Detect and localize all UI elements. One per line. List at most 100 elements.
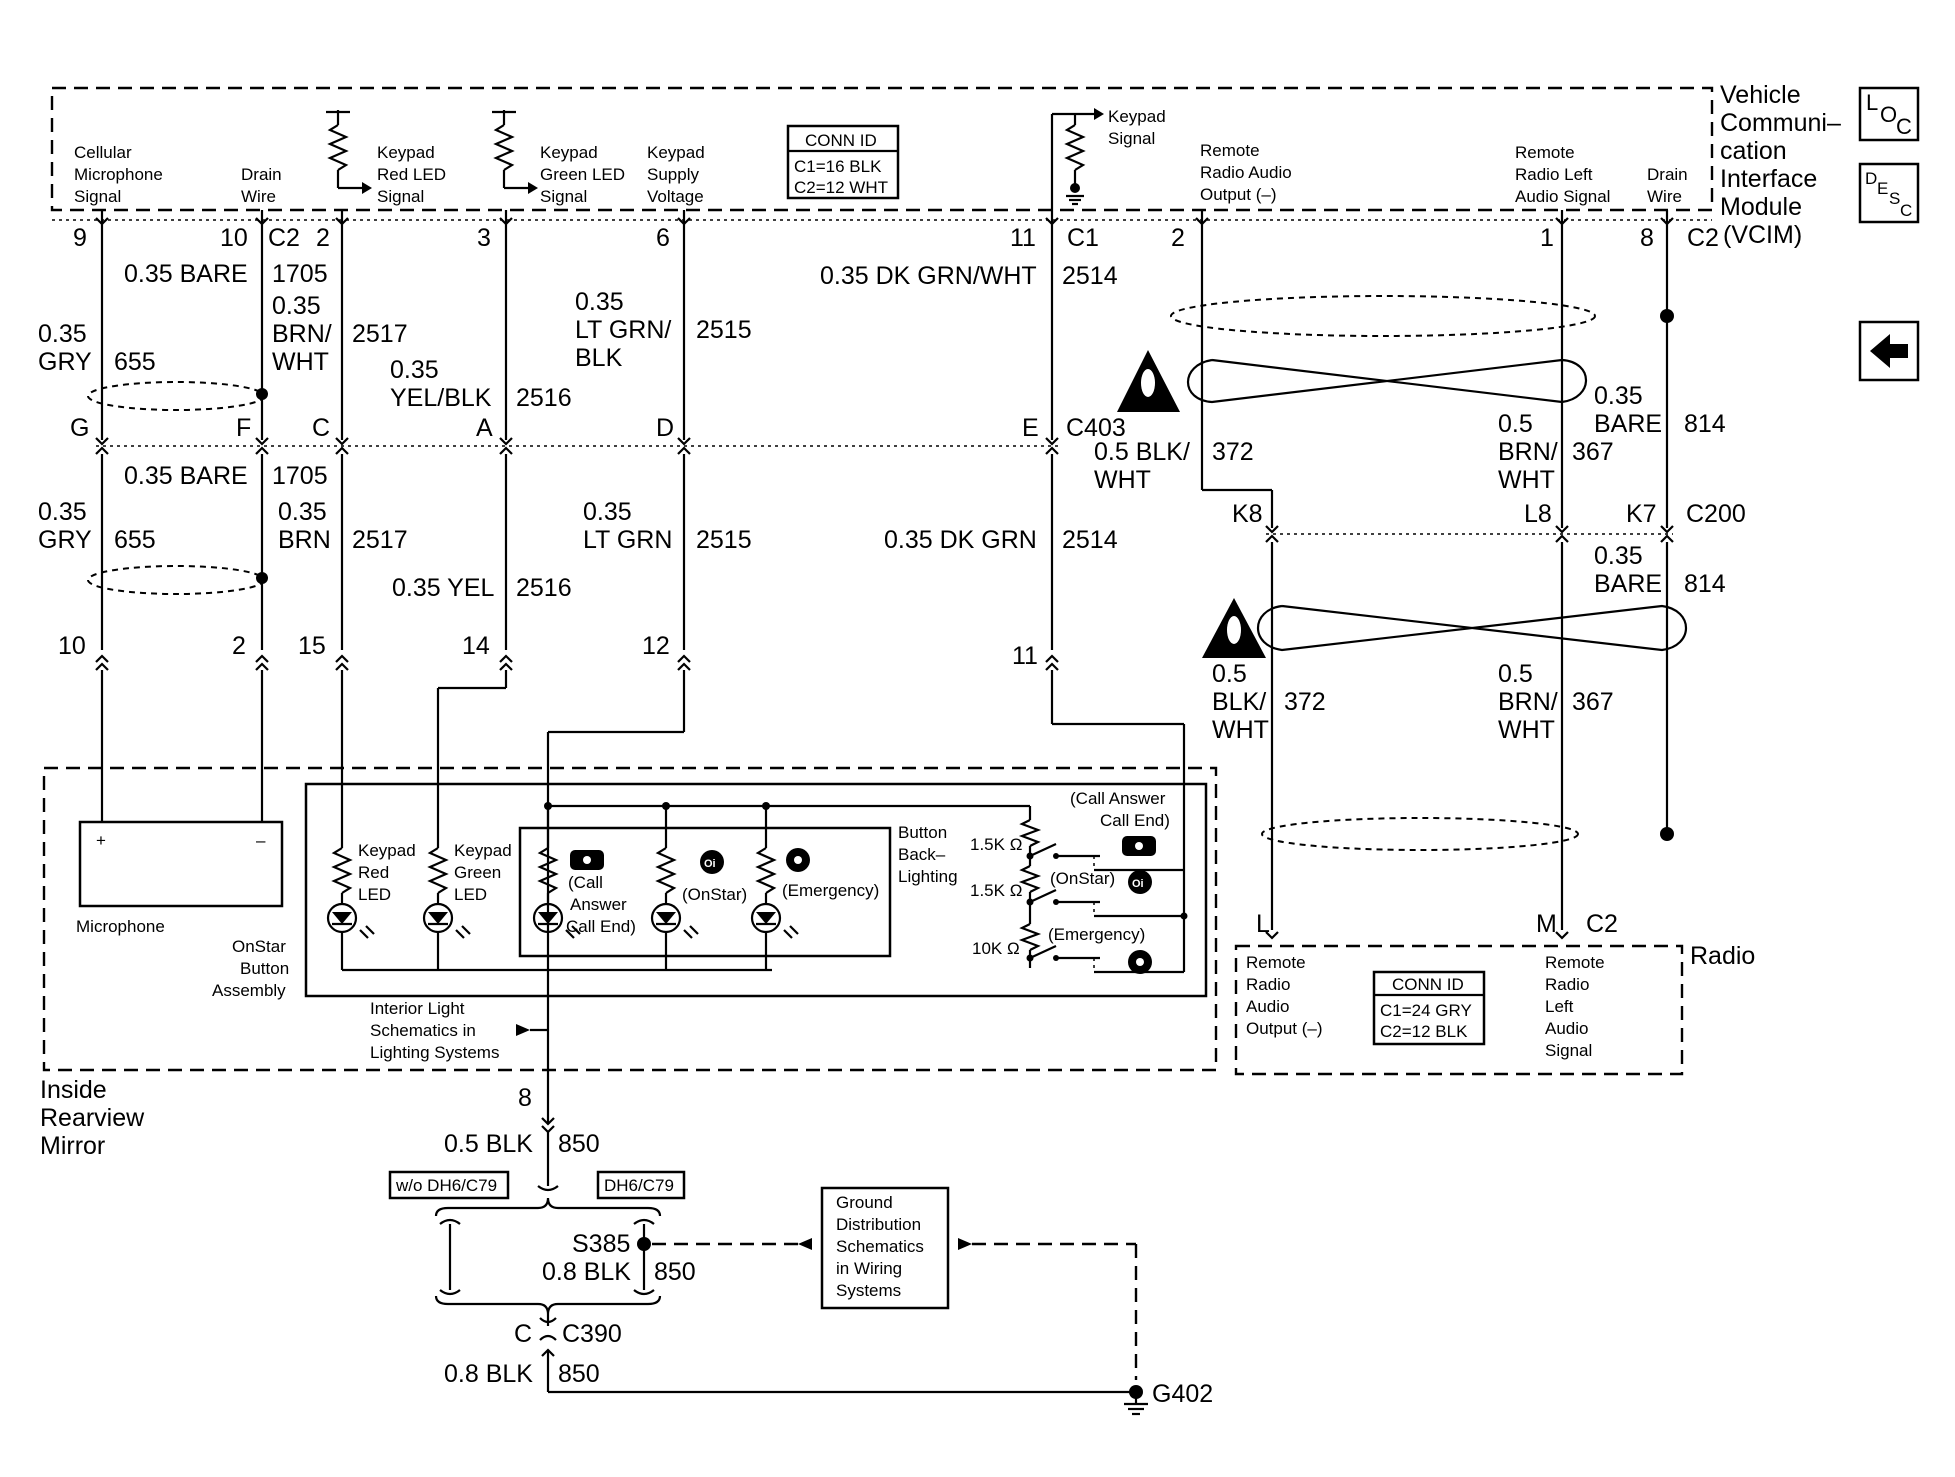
- vcim-pin-9: 9: [73, 224, 87, 252]
- w367-circuit-upper: 367: [1572, 438, 1614, 466]
- radio-pin-l: L: [1256, 910, 1270, 938]
- mirror-pin-15: 15: [298, 632, 326, 660]
- w814-color-upper: BARE: [1594, 410, 1662, 438]
- w814-circuit-lower: 814: [1684, 570, 1726, 598]
- vcim-module: Vehicle Communi– cation Interface Module…: [50, 81, 1841, 252]
- svg-text:D: D: [1865, 169, 1877, 188]
- c403-pin-e: E: [1022, 414, 1039, 442]
- c200-pin-k8: K8: [1232, 500, 1263, 528]
- c403-pin-c: C: [312, 414, 330, 442]
- vcim-pin-10: 10: [220, 224, 248, 252]
- option-without-dh6: w/o DH6/C79: [388, 1170, 510, 1200]
- w2514-color-mid: 0.35 DK GRN: [884, 526, 1037, 554]
- interior-light-label-2: Schematics in: [370, 1021, 476, 1040]
- w850b-circuit: 850: [654, 1258, 696, 1286]
- option-without-label: w/o DH6/C79: [395, 1176, 497, 1195]
- w2517-circuit-upper: 2517: [352, 320, 408, 348]
- w2517-size-upper: 0.35: [272, 292, 321, 320]
- w2515-size-upper: 0.35: [575, 288, 624, 316]
- w367-color2-upper: WHT: [1498, 466, 1555, 494]
- vcim-pin-11: 11: [1010, 224, 1036, 252]
- radio-conn-c2: C2: [1586, 910, 1618, 938]
- mirror-pin-10: 10: [58, 632, 86, 660]
- microphone-label: Microphone: [76, 917, 165, 936]
- connector-c403: G F C A D E C403: [70, 414, 1126, 455]
- keypad-green-label-1: Keypad: [454, 841, 512, 860]
- w850a-size: 0.5 BLK: [444, 1130, 533, 1158]
- ground-section: 8 0.5 BLK 850 w/o DH6/C79 DH6/C79 S385 0…: [388, 1084, 1213, 1416]
- mirror-pin-2: 2: [232, 632, 246, 660]
- w655-size-mid: 0.35: [38, 498, 87, 526]
- w2514-size-upper: 0.35 DK GRN/WHT: [820, 262, 1037, 290]
- c390-name: C390: [562, 1320, 622, 1348]
- label-green-led-1: Keypad: [540, 143, 598, 162]
- vcim-name-5: Module: [1720, 193, 1802, 221]
- w2515-color-mid: LT GRN: [583, 526, 672, 554]
- w2516-circuit-mid: 2516: [516, 574, 572, 602]
- vcim-conn-id-c2: C2=12 WHT: [794, 178, 888, 197]
- label-remote-audio-3: Output (–): [1200, 185, 1277, 204]
- w2516-size-upper: 0.35: [390, 356, 439, 384]
- c200-name: C200: [1686, 500, 1746, 528]
- resistor-1-value: 1.5K Ω: [970, 835, 1022, 854]
- svg-text:C: C: [1900, 201, 1912, 220]
- w2515-circuit-mid: 2515: [696, 526, 752, 554]
- vcim-pin-6: 6: [656, 224, 670, 252]
- call-label-2: Answer: [570, 895, 627, 914]
- w1705-size-mid: 0.35 BARE: [124, 462, 248, 490]
- onstar-assembly-1: OnStar: [232, 937, 286, 956]
- ground-distribution-reference[interactable]: Ground Distribution Schematics in Wiring…: [820, 1186, 950, 1310]
- interior-light-label-1: Interior Light: [370, 999, 465, 1018]
- c403-pin-f: F: [236, 414, 251, 442]
- backlighting-label-2: Back–: [898, 845, 946, 864]
- label-keypad-signal-1: Keypad: [1108, 107, 1166, 126]
- microphone: + – Microphone: [76, 670, 284, 936]
- w372-size-upper: 0.5 BLK/: [1094, 438, 1190, 466]
- backlighting-label-1: Button: [898, 823, 947, 842]
- radio-right-label-3: Left: [1545, 997, 1574, 1016]
- label-remote-left-2: Radio Left: [1515, 165, 1593, 184]
- call-led: (Call Answer Call End): [532, 806, 636, 939]
- loc-button[interactable]: L O C: [1858, 86, 1920, 142]
- w655-size-upper: 0.35: [38, 320, 87, 348]
- w372-circuit-upper: 372: [1212, 438, 1254, 466]
- desc-button[interactable]: D E S C: [1858, 162, 1920, 224]
- label-red-led-2: Red LED: [377, 165, 446, 184]
- interior-light-reference[interactable]: Interior Light Schematics in Lighting Sy…: [370, 999, 548, 1062]
- radio-right-label-4: Audio: [1545, 1019, 1588, 1038]
- w2517-color1-upper: BRN/: [272, 320, 332, 348]
- sw-emergency-label: (Emergency): [1048, 925, 1145, 944]
- c403-name: C403: [1066, 414, 1126, 442]
- wires-mid: [100, 454, 1054, 650]
- vcim-boundary: [50, 86, 1714, 212]
- w814-color-lower: BARE: [1594, 570, 1662, 598]
- c390-pin-c: C: [514, 1320, 532, 1348]
- w2514-circuit-upper: 2514: [1062, 262, 1118, 290]
- radio-left-label-2: Radio: [1246, 975, 1290, 994]
- svg-text:E: E: [1877, 179, 1888, 198]
- ground-dist-label-2: Distribution: [836, 1215, 921, 1234]
- svg-text:Oi: Oi: [1132, 878, 1144, 890]
- mirror-name-3: Mirror: [40, 1132, 105, 1160]
- vcim-conn-id: CONN ID C1=16 BLK C2=12 WHT: [786, 124, 900, 200]
- g402-label: G402: [1152, 1380, 1213, 1408]
- keypad-red-led: Keypad Red LED: [326, 670, 416, 970]
- option-with-label: DH6/C79: [604, 1176, 674, 1195]
- w367-color1-lower: BRN/: [1498, 688, 1558, 716]
- vcim-conn-c1: C1: [1067, 224, 1099, 252]
- radio-module: Radio L M C2 Remote Radio Audio Output (…: [1234, 910, 1755, 1076]
- mirror-pin-11: 11: [1012, 642, 1038, 670]
- back-arrow-button[interactable]: [1858, 320, 1920, 382]
- w2515-color2-upper: BLK: [575, 344, 623, 372]
- vcim-internal-resistor-keypad: [1050, 108, 1104, 210]
- w850c-size: 0.8 BLK: [444, 1360, 533, 1388]
- mirror-connector: 10 2 15 14 12 11: [58, 632, 1059, 671]
- warning-icon-upper: [1117, 350, 1180, 412]
- radio-left-label-3: Audio: [1246, 997, 1289, 1016]
- keypad-red-label-1: Keypad: [358, 841, 416, 860]
- radio-conn-id-c1: C1=24 GRY: [1380, 1001, 1472, 1020]
- w372-color-upper: WHT: [1094, 466, 1151, 494]
- w2515-circuit-upper: 2515: [696, 316, 752, 344]
- w850a-circuit: 850: [558, 1130, 600, 1158]
- ground-g402: G402: [1124, 1380, 1213, 1416]
